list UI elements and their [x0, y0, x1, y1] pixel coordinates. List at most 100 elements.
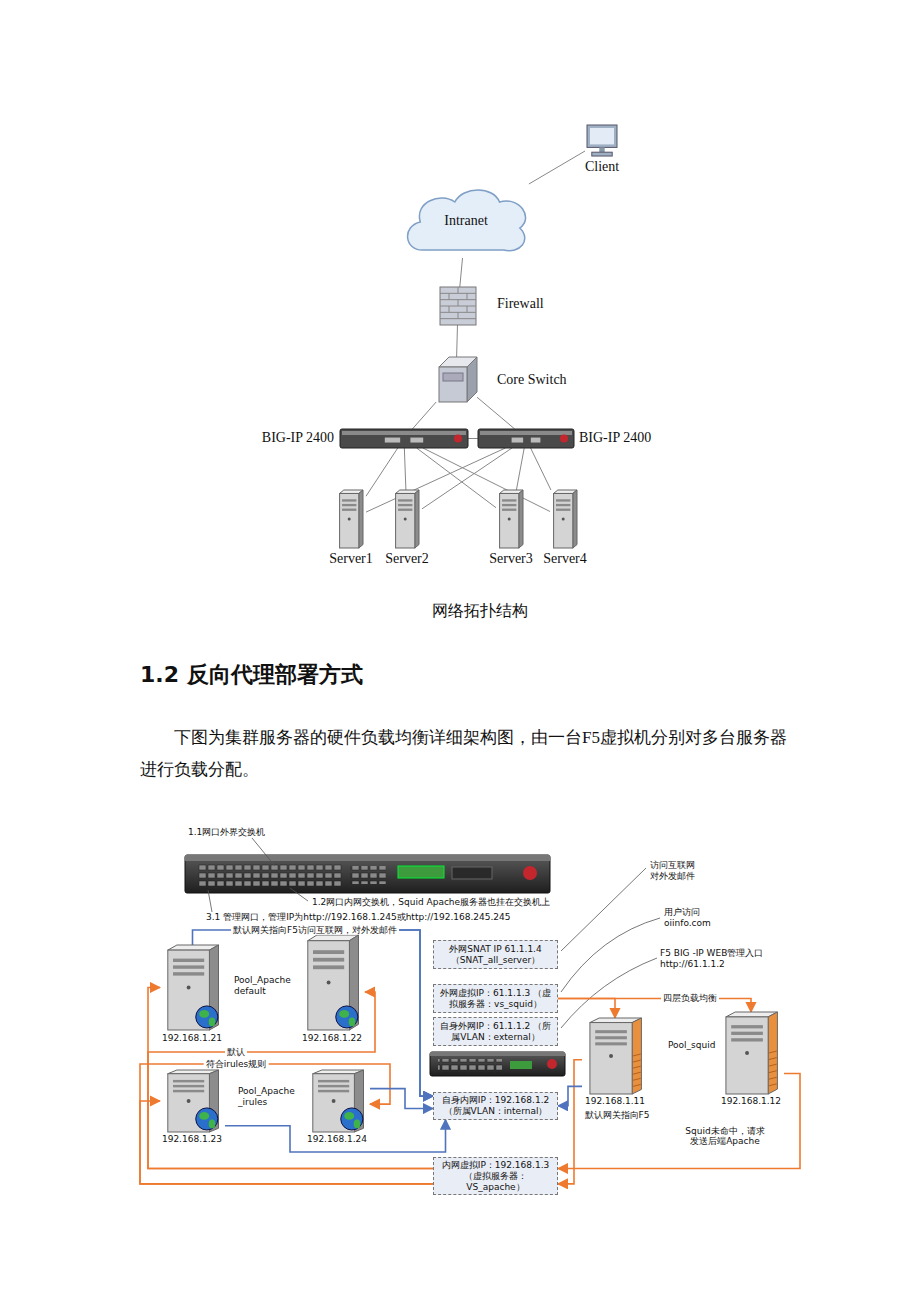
- connector: [460, 258, 463, 287]
- bigip-icon-part: [340, 429, 468, 448]
- leader-line-part: [290, 888, 308, 901]
- apache-icon-part: [354, 1120, 361, 1129]
- node-heading: 192.168.1.24: [307, 1134, 367, 1144]
- tower-icon-part: [554, 493, 573, 548]
- apache-server-graphic: [305, 1070, 370, 1132]
- apache-icon: [168, 1070, 219, 1132]
- ip-box: 外网虚拟IP：61.1.1.3 （虚拟服务器：vs_squid）: [433, 984, 558, 1013]
- squid-server-graphic: [718, 1012, 784, 1094]
- squid-icon-part: [595, 1042, 627, 1045]
- connector: [456, 325, 458, 357]
- apache-icon-part: [313, 958, 344, 962]
- leader-line-part: [561, 958, 657, 1028]
- squid-icon-part: [731, 1032, 763, 1035]
- client-icon-part: [587, 125, 617, 147]
- node-text: 内网虚拟IP：192.168.1.3 （虚拟服务器：VS_apache）: [437, 1160, 554, 1192]
- apache-server: 192.168.1.24: [305, 1070, 370, 1132]
- apache-icon-part: [209, 1018, 216, 1027]
- f5-device-small-part: [430, 1052, 565, 1056]
- bigip-icon-part: [560, 435, 568, 443]
- connector-label: Squid未命中，请求发送后端Apache: [682, 1126, 768, 1147]
- apache-icon-part: [199, 1010, 209, 1018]
- apache-icon-part: [209, 1120, 216, 1129]
- apache-icon-part: [318, 1090, 349, 1092]
- f5-device-large: [185, 855, 550, 893]
- connector: [558, 999, 751, 1013]
- fw-icon-part: [458, 287, 459, 293]
- tower-icon-part: [398, 509, 412, 511]
- fw-icon: [440, 287, 476, 325]
- bigip-icon-part: [512, 438, 524, 443]
- connector: [558, 1086, 582, 1105]
- squid-icon-part: [769, 1051, 777, 1053]
- connector: [531, 448, 551, 490]
- client-computer: Client: [585, 125, 619, 157]
- node-text: Intranet: [444, 213, 488, 230]
- bigip-icon-part: [480, 431, 572, 435]
- squid-icon-part: [633, 1066, 641, 1068]
- tower-icon-part: [348, 518, 351, 521]
- node-text: 外网虚拟IP：61.1.1.3 （虚拟服务器：vs_squid）: [437, 988, 554, 1010]
- sw-icon: [439, 357, 477, 402]
- tower-icon-part: [342, 509, 356, 511]
- connector: [140, 1064, 433, 1184]
- squid-icon-part: [768, 1012, 777, 1094]
- squid-icon-part: [609, 1054, 613, 1058]
- apache-icon-part: [173, 972, 204, 975]
- connector: [417, 448, 496, 508]
- apache-server: 192.168.1.22: [300, 935, 365, 1030]
- tower-icon-part: [502, 509, 516, 511]
- node-heading: Firewall: [497, 296, 544, 312]
- apache-icon-part: [308, 941, 350, 1030]
- node-heading: Server3: [489, 551, 533, 567]
- connector: [468, 438, 478, 439]
- connector-label: 符合irules规则: [204, 1059, 269, 1069]
- squid-server: 192.168.1.12: [718, 1012, 784, 1094]
- apache-icon-part: [173, 959, 204, 962]
- squid-icon-part: [633, 1072, 641, 1074]
- apache-server-graphic: [160, 945, 225, 1030]
- node-heading: 192.168.1.23: [162, 1134, 222, 1144]
- firewall-graphic: [440, 287, 476, 325]
- node-heading: Core Switch: [497, 372, 567, 388]
- squid-icon-part: [769, 1064, 777, 1066]
- load-balancer: BIG-IP 2400: [340, 429, 468, 448]
- bigip-icon-part: [478, 429, 574, 448]
- server-graphic: [392, 490, 422, 548]
- apache-server-graphic: [160, 1070, 225, 1132]
- server-graphic: [550, 490, 580, 548]
- tower-icon-part: [359, 490, 363, 548]
- squid-icon-part: [769, 1071, 777, 1073]
- squid-icon-part: [595, 1030, 627, 1033]
- ip-box: 自身内网IP：192.168.1.2 （所属VLAN：internal）: [433, 1092, 558, 1120]
- apache-icon-part: [199, 1112, 209, 1120]
- connector: [370, 1089, 433, 1109]
- squid-icon-part: [769, 1084, 777, 1086]
- apache-icon-part: [332, 1099, 336, 1103]
- figure-caption: 网络拓扑结构: [432, 601, 528, 620]
- ip-box: 内网虚拟IP：192.168.1.3 （虚拟服务器：VS_apache）: [433, 1157, 558, 1195]
- f5-device-large-part: [398, 866, 444, 878]
- connector: [516, 448, 524, 490]
- fw-icon-part: [467, 306, 468, 312]
- apache-icon: [168, 945, 219, 1030]
- sw-icon-part: [439, 367, 467, 402]
- tower-icon-part: [573, 490, 577, 548]
- apache-icon-part: [187, 1099, 191, 1103]
- f5-device-large-part: [185, 855, 550, 861]
- server: Server3: [496, 490, 526, 548]
- connector-label: 四层负载均衡: [661, 993, 719, 1003]
- node-heading: Server2: [385, 551, 429, 567]
- network-cloud: Intranet: [400, 184, 532, 258]
- pool-name: Pool_Apache default: [234, 975, 296, 997]
- squid-icon-part: [632, 1018, 641, 1094]
- connector-label: 默认网关指向F5: [583, 1110, 652, 1120]
- squid-icon-part: [745, 1051, 749, 1055]
- pool-name: Pool_squid: [668, 1040, 715, 1051]
- f5-device-large-part: [185, 855, 550, 893]
- pool-name: Pool_Apache _irules: [238, 1086, 300, 1108]
- cloud-icon-part: [408, 190, 526, 251]
- f5-device-large-part: [350, 866, 386, 884]
- load-balancer: BIG-IP 2400: [478, 429, 574, 448]
- connector: [366, 448, 505, 512]
